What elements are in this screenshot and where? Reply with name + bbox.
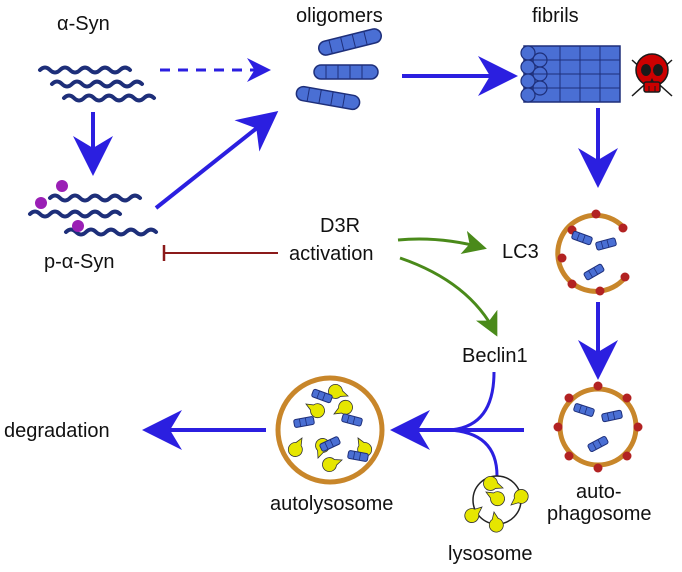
alpha-syn-label: α-Syn [57,13,110,35]
autolysosome-label: autolysosome [270,493,393,515]
autophagosome [553,381,643,473]
inhibition-d3r-to-psyn [162,245,278,261]
phagophore [555,209,630,296]
oligomers-label: oligomers [296,5,383,27]
d3r-label: D3R [320,215,360,237]
phospho-alpha-syn [28,180,158,237]
beclin1-label: Beclin1 [462,345,528,367]
arrow-d3r-to-beclin1 [399,256,498,337]
degradation-label: degradation [4,420,110,442]
autophagosome-label-line1: auto- [576,481,622,503]
p-alpha-syn-label: p-α-Syn [44,251,114,273]
fibril-bundle [520,45,621,103]
lc3-label: LC3 [502,241,539,263]
arrow-d3r-to-lc3 [397,230,487,255]
alpha-syn-monomers [38,65,156,103]
oligomer-rods [294,26,384,112]
autophagosome-label-line2: phagosome [547,503,652,525]
autolysosome [275,375,385,485]
fibrils-label: fibrils [532,5,579,27]
lysosome-label: lysosome [448,543,532,565]
fusion-arrow [390,371,524,477]
skull-crossbones-icon [627,53,677,101]
arrow-psyn-to-oligomer [154,111,279,210]
lysosome [461,474,532,534]
d3r-activation-label: activation [289,243,374,265]
